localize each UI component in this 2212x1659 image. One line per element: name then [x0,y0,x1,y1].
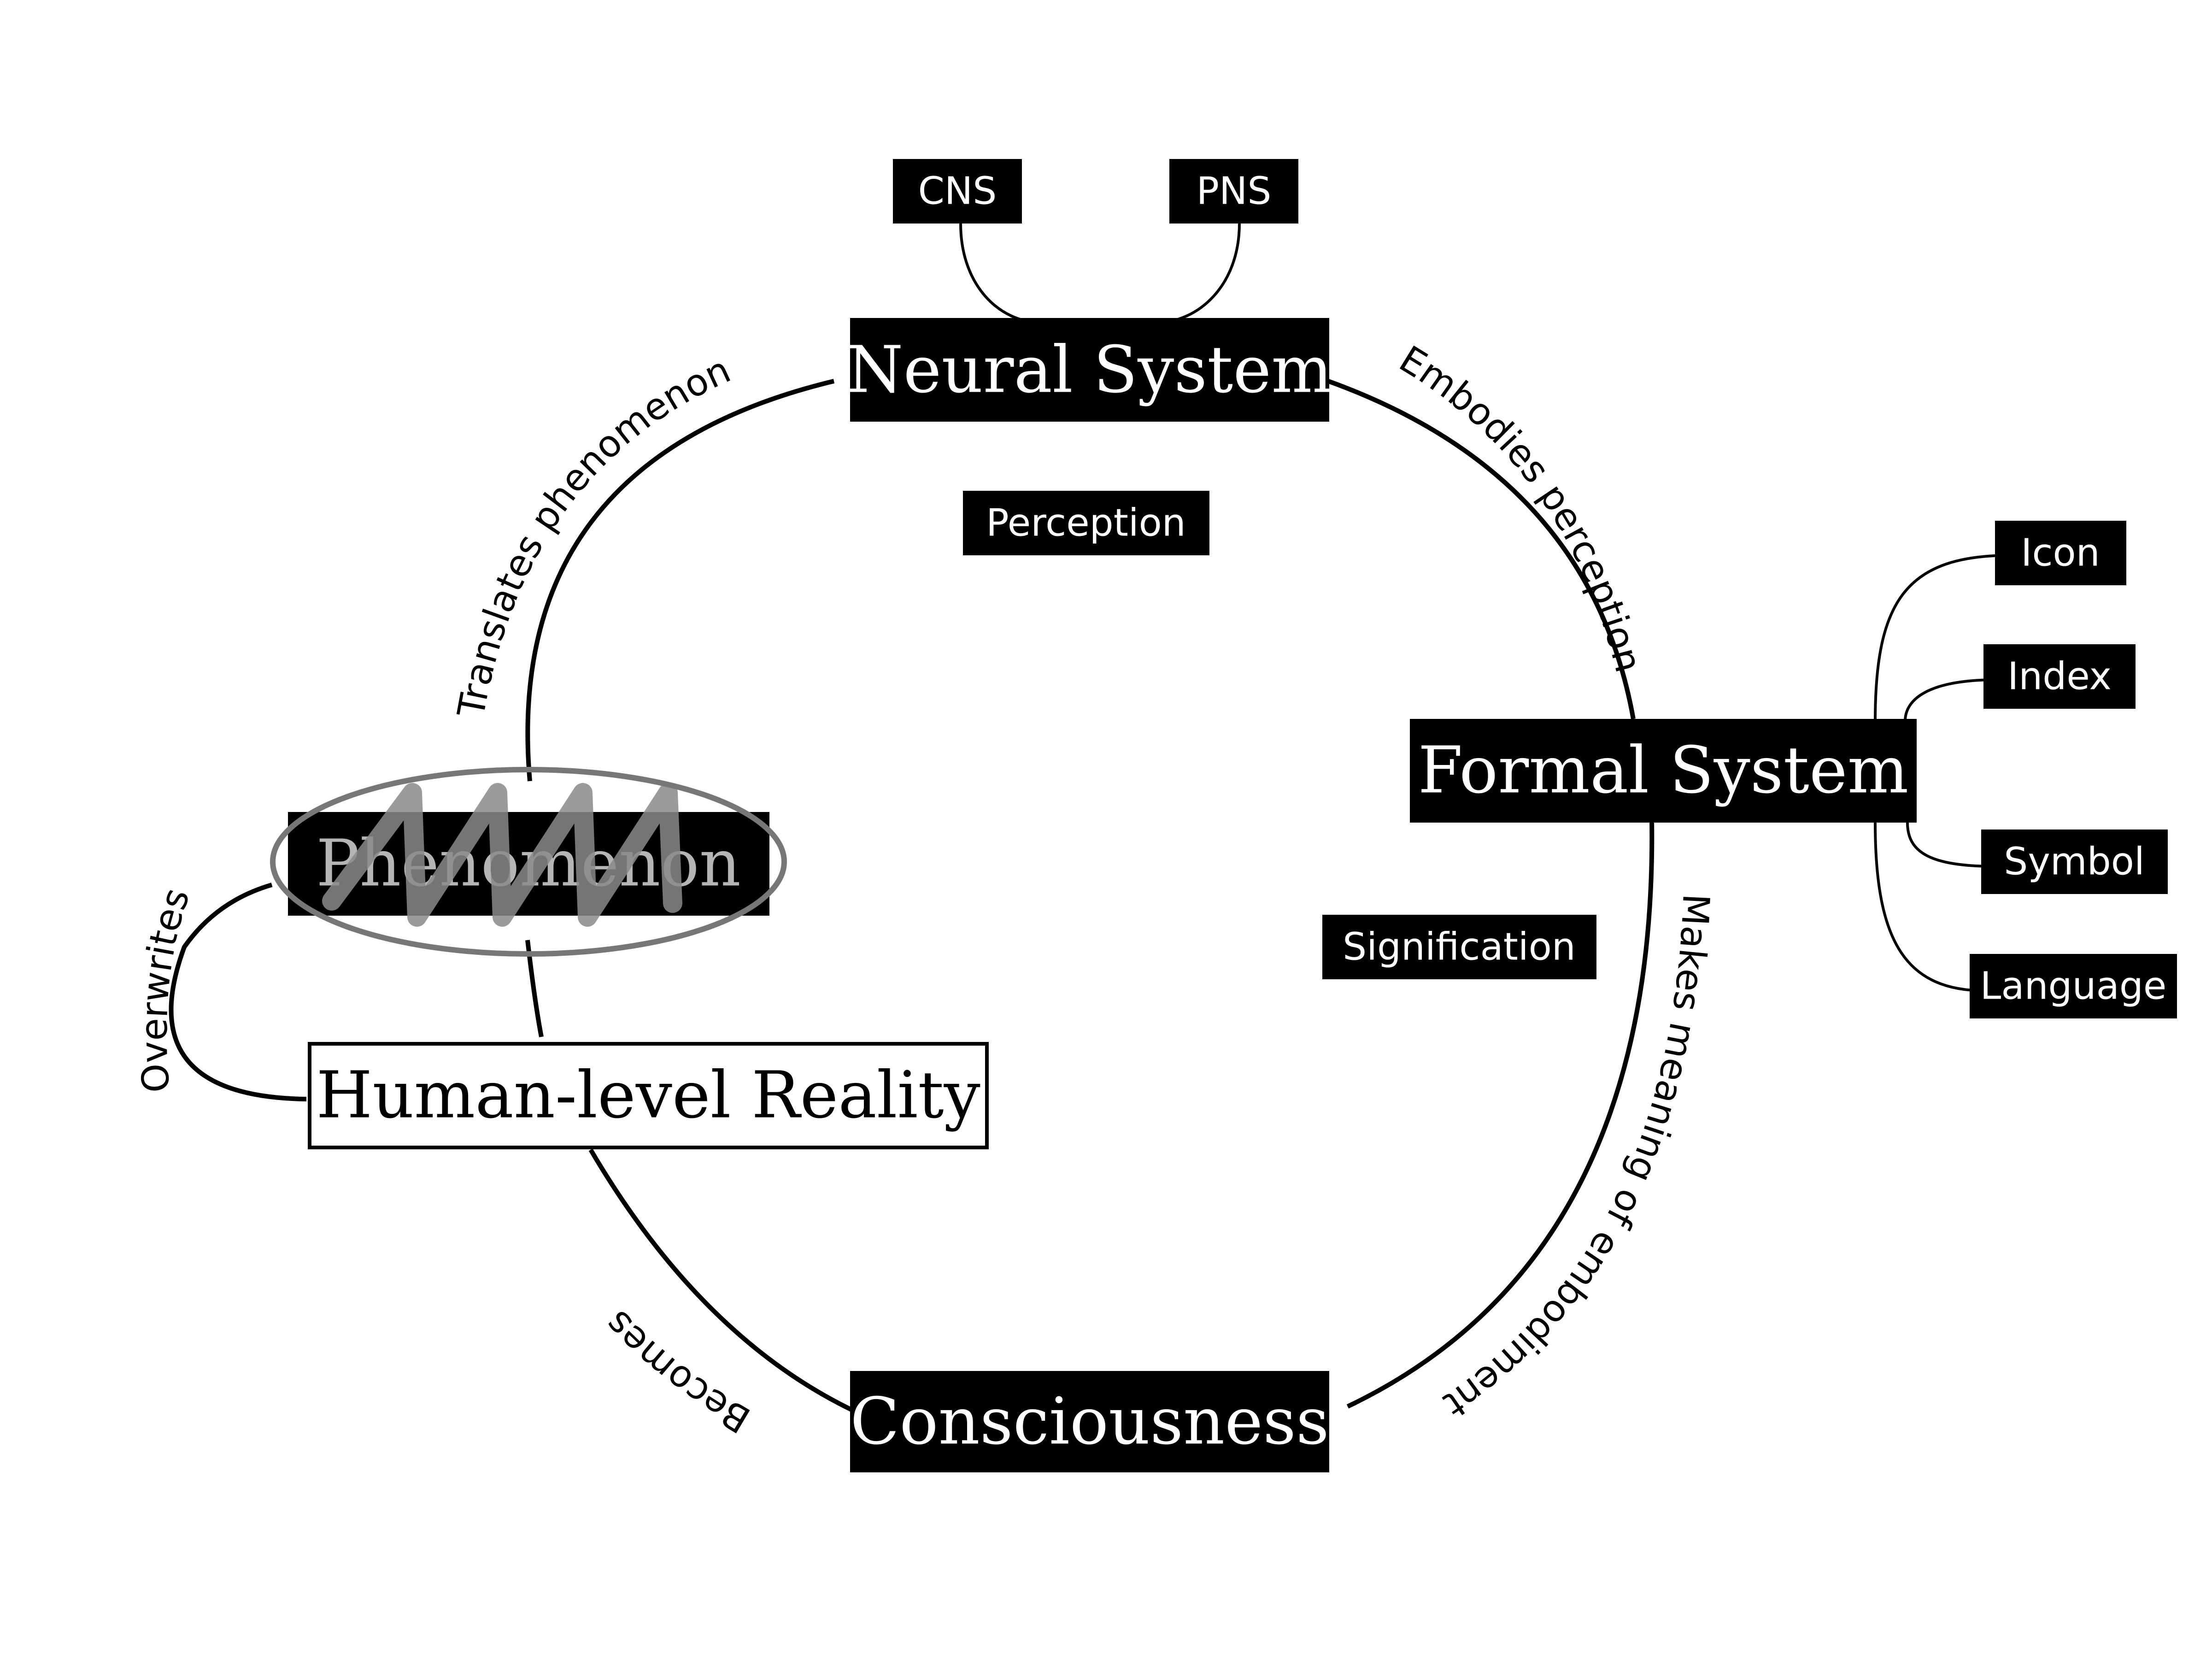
sub-node-index: Index [1983,644,2136,709]
node-consciousness: Consciousness [850,1371,1329,1472]
edge-translates-phenomenon [525,379,835,782]
formal-system-label: Formal System [1418,733,1909,808]
human-level-reality-label: Human-level Reality [316,1058,980,1133]
sub-node-icon: Icon [1995,521,2126,585]
region-label-perception: Perception [963,491,1209,555]
consciousness-label: Consciousness [850,1384,1329,1459]
sub-node-pns: PNS [1169,159,1298,224]
node-formal-system: Formal System [1410,719,1917,823]
icon-label: Icon [2021,531,2100,575]
neural-system-label: Neural System [847,333,1332,408]
region-label-signification: Signification [1322,915,1596,979]
edge-makes-meaning [1346,818,1655,1409]
edge-becomes [588,1148,854,1412]
connector-icon [1874,554,2012,722]
index-label: Index [2007,655,2112,699]
perception-label: Perception [986,501,1186,545]
node-phenomenon: Phenomenon [270,767,787,957]
edge-embodies-perception [1326,378,1636,719]
sub-node-language: Language [1970,954,2177,1018]
scribble-mark [322,783,682,927]
symbol-label: Symbol [2004,840,2144,884]
strike-ellipse [270,767,787,957]
connector-index [1904,678,1998,722]
node-human-level-reality: Human-level Reality [308,1042,989,1149]
pns-label: PNS [1197,170,1272,213]
cycle-connectors [169,378,1655,1412]
connector-symbol [1906,822,1995,868]
connector-language [1874,822,1986,992]
language-label: Language [1980,965,2167,1008]
sub-node-cns: CNS [893,159,1022,224]
node-neural-system: Neural System [847,318,1332,422]
sub-node-symbol: Symbol [1981,830,2168,894]
edge-overwrites [169,882,307,1101]
cns-label: CNS [918,170,997,213]
signification-label: Signification [1343,925,1576,969]
